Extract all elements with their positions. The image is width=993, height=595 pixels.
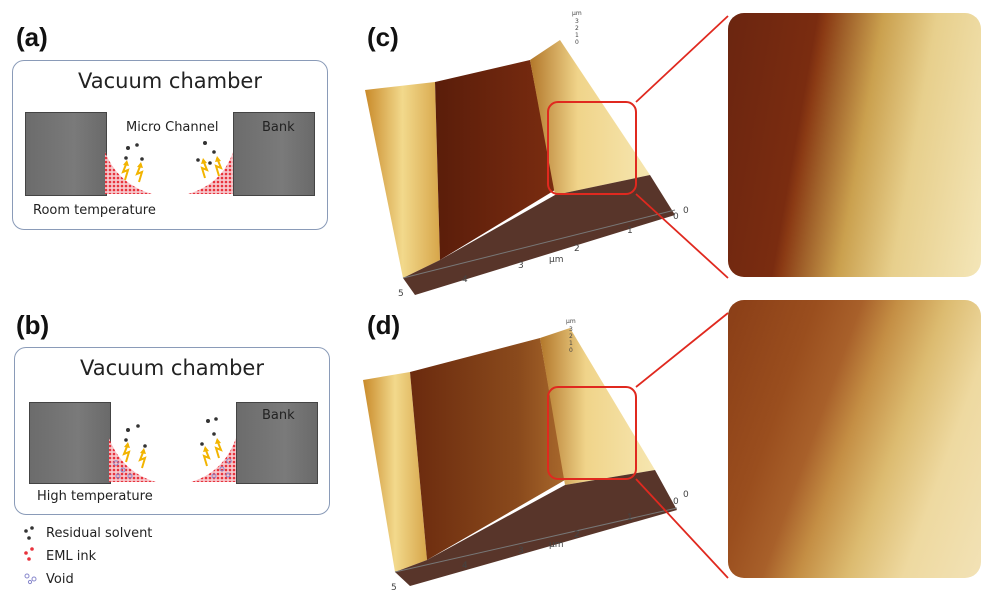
afm-c-xunit: µm (549, 255, 564, 265)
zoom-connectors-d (635, 312, 729, 579)
afm-d-xtick-2: 2 (574, 530, 580, 540)
afm-right-bank-d (540, 328, 655, 485)
afm-x-axis-c (402, 209, 676, 279)
chamber-title-b: Vacuum chamber (80, 356, 264, 380)
afm-c-ytick-0: 0 (683, 206, 689, 216)
bank-left-a (25, 112, 107, 196)
afm-c-xtick-3: 3 (518, 261, 524, 271)
void-circles-b (113, 458, 232, 479)
panel-c-label: (c) (367, 22, 399, 52)
afm-d-ztick-1: 1 (569, 340, 573, 347)
afm-c-xtick-1: 1 (627, 226, 633, 236)
afm-front-face-c (403, 175, 675, 295)
legend-eml-ink: EML ink (46, 549, 97, 564)
afm-d-ztick-3: 3 (569, 326, 573, 333)
afm-image-d (363, 312, 729, 586)
afm-left-bank-c (365, 82, 440, 278)
temperature-label-b: High temperature (37, 489, 153, 504)
afm-c-ztick-0: 0 (575, 39, 579, 46)
eml-ink-right-a (188, 152, 233, 194)
bank-label-a: Bank (262, 120, 295, 135)
evaporation-arrows-a (121, 157, 223, 183)
residual-solvent-icon (24, 526, 34, 540)
afm-d-xtick-0: 0 (673, 497, 679, 507)
afm-front-face-d (395, 470, 677, 586)
afm-d-xunit: µm (549, 540, 564, 550)
afm-x-axis-d (394, 507, 678, 573)
afm-left-bank-d (363, 372, 427, 572)
legend-icons (24, 526, 37, 585)
bank-left-b (29, 402, 111, 484)
legend-residual-solvent: Residual solvent (46, 526, 153, 541)
residual-solvent-dots-b (124, 417, 218, 448)
afm-channel-floor-d (410, 338, 565, 560)
afm-image-c (365, 15, 729, 295)
afm-d-xtick-4: 4 (462, 561, 468, 571)
afm-d-xtick-5: 5 (391, 583, 397, 593)
eml-ink-left-a (105, 152, 152, 194)
afm-d-zunit: µm (566, 318, 576, 325)
zoom-image-d (728, 300, 981, 578)
afm-c-ztick-3: 3 (575, 18, 579, 25)
legend-void: Void (46, 572, 74, 587)
afm-d-ztick-2: 2 (569, 333, 573, 340)
eml-ink-icon (24, 547, 34, 561)
panel-b-label: (b) (16, 310, 50, 340)
afm-d-ztick-0: 0 (569, 347, 573, 354)
bank-right-a (233, 112, 315, 196)
zoom-connectors-c (635, 15, 729, 279)
afm-right-bank-c (530, 40, 650, 195)
bank-right-b (236, 402, 318, 484)
afm-c-xtick-4: 4 (462, 275, 468, 285)
micro-channel-label: Micro Channel (126, 120, 219, 135)
panel-a-label: (a) (16, 22, 48, 52)
afm-c-xtick-5: 5 (398, 289, 404, 299)
residual-solvent-dots-a (124, 141, 216, 165)
channel-drawing-b (109, 417, 236, 482)
evaporation-arrows-b (122, 439, 223, 469)
afm-d-ytick-0: 0 (683, 490, 689, 500)
void-icon (24, 573, 37, 585)
chamber-title-a: Vacuum chamber (78, 69, 262, 93)
afm-d-xtick-1: 1 (627, 513, 633, 523)
bank-label-b: Bank (262, 408, 295, 423)
panel-d-label: (d) (367, 310, 401, 340)
channel-drawing-a (105, 141, 233, 194)
eml-ink-right-b (191, 438, 236, 482)
zoom-box-d (547, 386, 637, 480)
afm-c-ztick-2: 2 (575, 25, 579, 32)
afm-c-xtick-2: 2 (574, 244, 580, 254)
afm-d-xtick-3: 3 (518, 546, 524, 556)
temperature-label-a: Room temperature (33, 203, 156, 218)
afm-c-ztick-1: 1 (575, 32, 579, 39)
zoom-box-c (547, 101, 637, 195)
afm-c-zunit: µm (572, 10, 582, 17)
afm-channel-floor-c (435, 60, 555, 260)
zoom-image-c (728, 13, 981, 277)
afm-c-xtick-0: 0 (673, 212, 679, 222)
